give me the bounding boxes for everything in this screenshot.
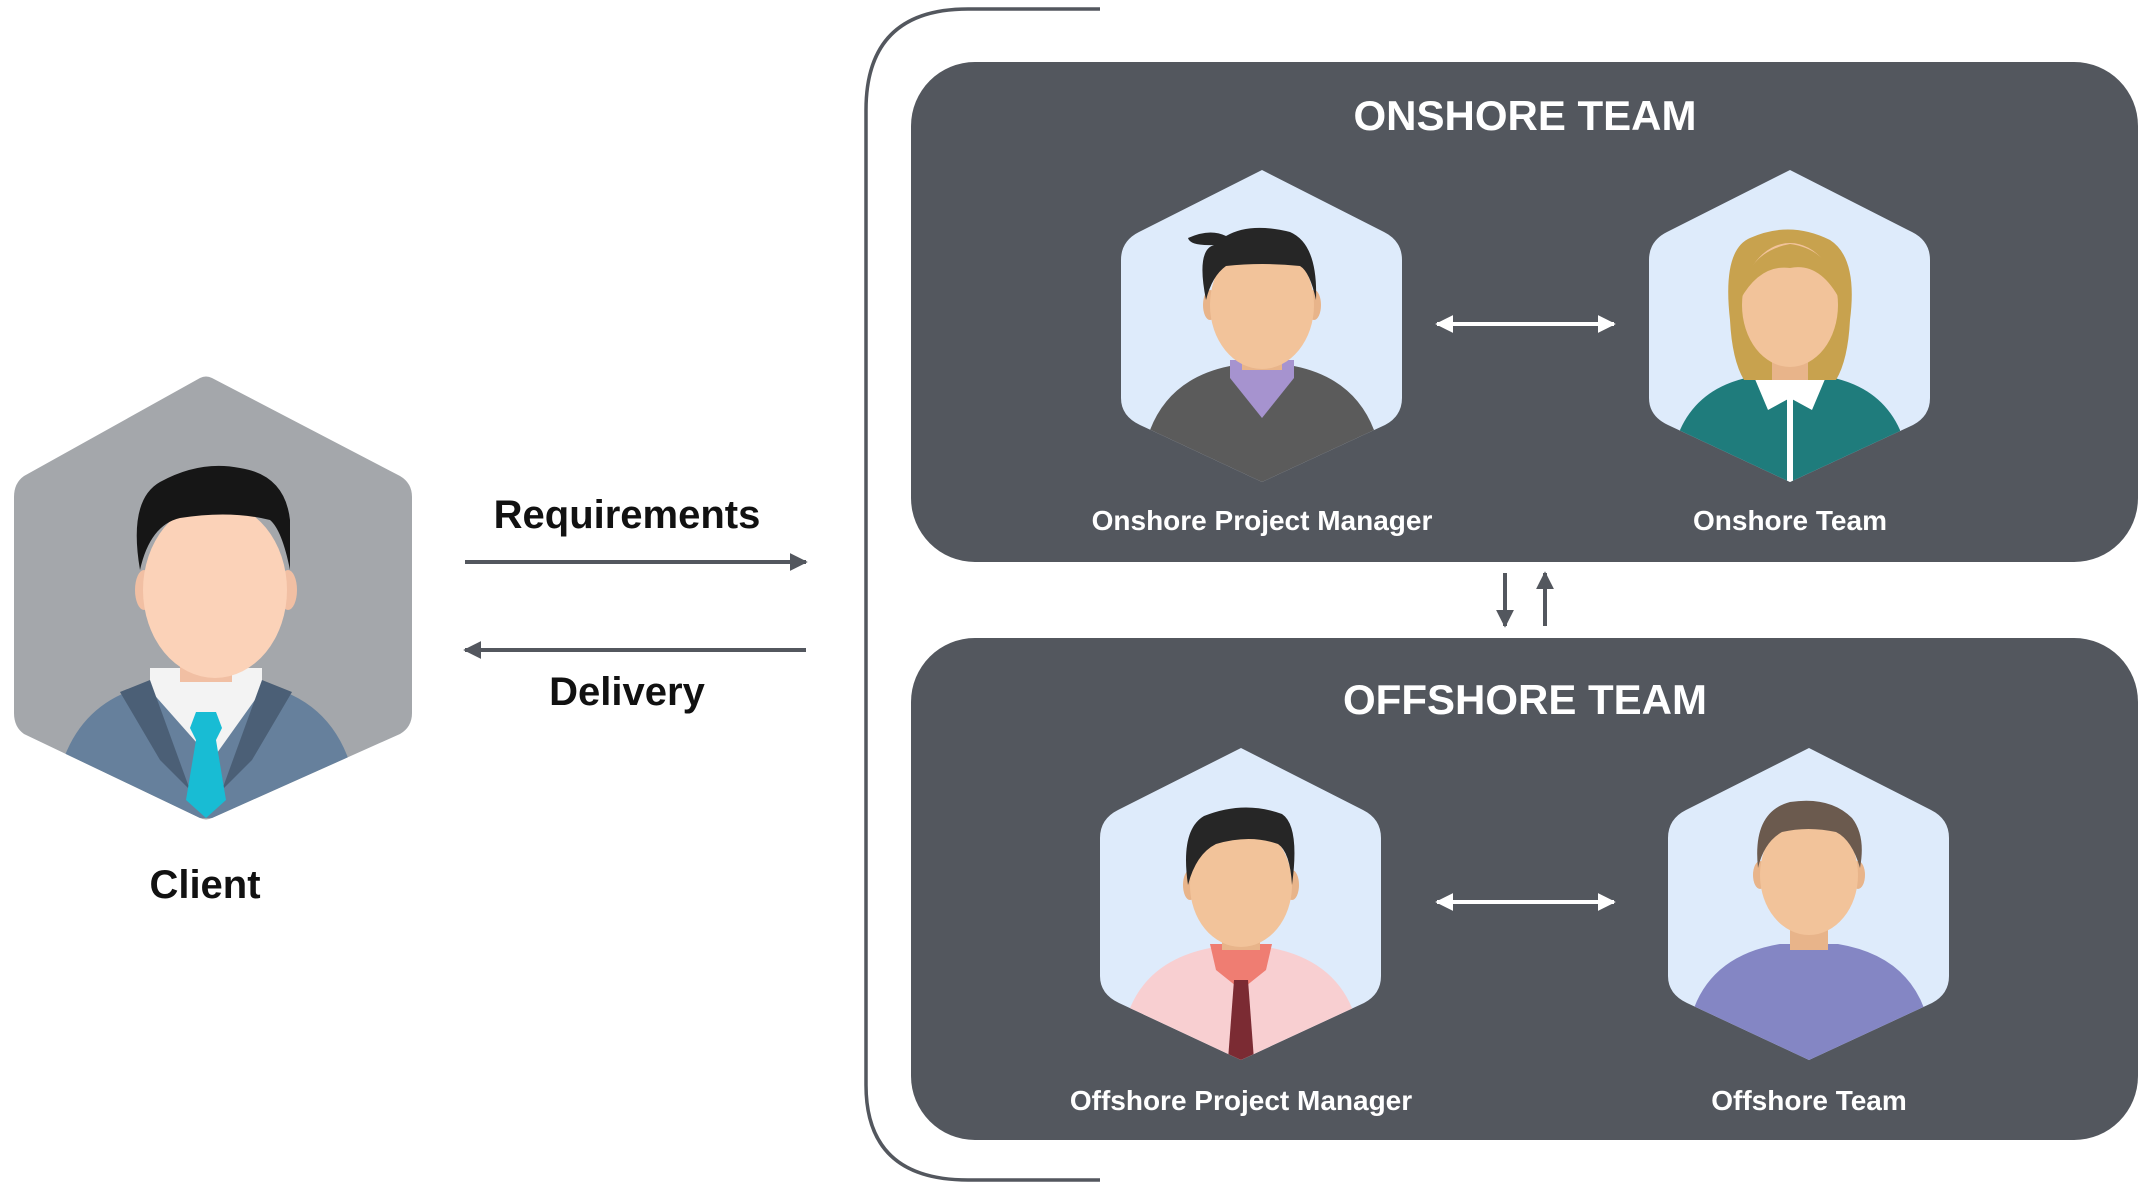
client-label: Client bbox=[149, 863, 260, 907]
onshore-offshore-exchange bbox=[1496, 571, 1554, 628]
onshore-pm-label: Onshore Project Manager bbox=[1092, 505, 1433, 536]
requirements-label: Requirements bbox=[494, 493, 761, 537]
requirements-flow: Requirements bbox=[465, 493, 808, 571]
offshore-team-label: Offshore Team bbox=[1711, 1085, 1907, 1116]
delivery-flow: Delivery bbox=[463, 641, 806, 714]
onshore-team-node: Onshore Team bbox=[1649, 170, 1930, 536]
offshore-pm-label: Offshore Project Manager bbox=[1070, 1085, 1412, 1116]
onshore-team-label: Onshore Team bbox=[1693, 505, 1887, 536]
client-node: Client bbox=[14, 376, 412, 907]
offshore-team-panel: OFFSHORE TEAM Offshore Project Manager bbox=[911, 638, 2138, 1140]
offshore-team-title: OFFSHORE TEAM bbox=[1343, 676, 1707, 723]
onshore-team-panel: ONSHORE TEAM Onshore Project Manager bbox=[911, 62, 2138, 562]
delivery-label: Delivery bbox=[549, 670, 705, 714]
female-team-member-icon bbox=[1680, 229, 1900, 482]
team-bracket bbox=[864, 7, 1100, 1182]
onshore-team-title: ONSHORE TEAM bbox=[1353, 92, 1696, 139]
